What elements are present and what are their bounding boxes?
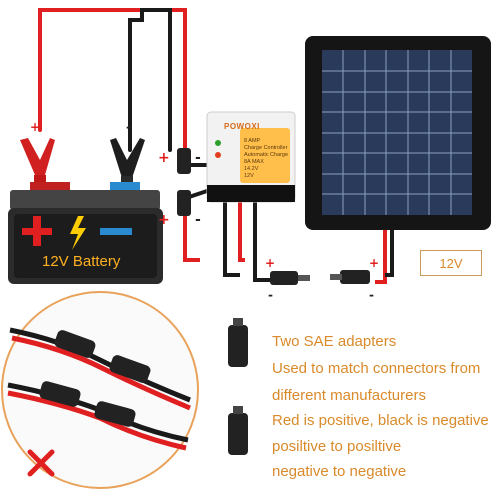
description-line-6: negative to negative	[272, 463, 407, 480]
sae-adapter-inset	[1, 291, 199, 489]
sae-top-plus-sign: +	[158, 150, 170, 166]
battery-label: 12V Battery	[42, 253, 121, 270]
sae-top-minus-sign: -	[195, 150, 201, 166]
sae-connector-top	[177, 148, 191, 174]
sae-bottom-minus-sign: -	[195, 212, 201, 228]
charge-controller	[206, 111, 296, 203]
pair-right-minus-sign: -	[369, 288, 374, 302]
panel-voltage-badge: 12V	[420, 250, 482, 276]
sae-connector-pair	[270, 270, 370, 285]
lightning-icon	[70, 216, 86, 250]
controller-specs: 8 AMP Charge Controller Automatic Charge…	[244, 138, 289, 179]
description-line-1: Two SAE adapters	[272, 333, 397, 350]
description-line-4: Red is positive, black is negative	[272, 412, 489, 429]
sae-adapter-bottom	[228, 406, 248, 455]
pair-right-plus-sign: +	[369, 256, 380, 270]
pair-left-minus-sign: -	[268, 288, 273, 302]
description-line-5: posiltive to posiltive	[272, 438, 402, 455]
controller-brand: POWOXI	[224, 122, 260, 131]
panel-wires	[375, 225, 394, 284]
cross-icon	[27, 449, 55, 477]
battery-plus-icon	[22, 216, 52, 246]
description-line-3: different manufacturers	[272, 387, 426, 404]
sae-adapter-top	[228, 318, 248, 367]
clamp-minus-sign: -	[126, 120, 131, 134]
sae-connector-bottom	[177, 190, 191, 216]
clamp-plus-sign: +	[30, 120, 41, 134]
battery-minus-icon	[100, 228, 132, 235]
solar-panel	[305, 36, 491, 230]
pair-left-plus-sign: +	[265, 256, 276, 270]
top-wires	[38, 8, 187, 152]
description-line-2: Used to match connectors from	[272, 360, 481, 377]
sae-bottom-plus-sign: +	[158, 212, 170, 228]
